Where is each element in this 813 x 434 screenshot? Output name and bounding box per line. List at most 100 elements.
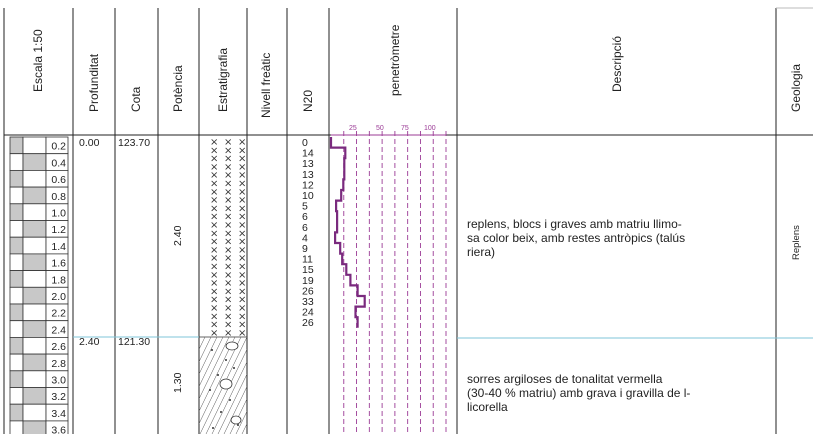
- header-geologia: Geologia: [789, 64, 803, 112]
- hatch-line: [199, 337, 242, 425]
- n20-value: 10: [302, 190, 314, 202]
- header-descripcio: Descripció: [610, 36, 624, 92]
- cross-symbol: ×: [238, 278, 246, 289]
- cross-symbol: ×: [238, 187, 246, 198]
- cross-symbol: ×: [210, 320, 218, 331]
- scale-label: 1.2: [51, 224, 66, 236]
- cross-symbol: ×: [224, 137, 232, 148]
- cross-symbol: ×: [238, 245, 246, 256]
- profunditat-value: 2.40: [79, 336, 100, 348]
- scale-box: [22, 236, 47, 255]
- scale-box: [9, 203, 24, 221]
- scale-label: 0.2: [51, 141, 66, 153]
- cross-symbol: ×: [224, 311, 232, 322]
- cross-symbol: ×: [238, 286, 246, 297]
- sand-dot: [217, 374, 219, 376]
- cross-symbol: ×: [224, 154, 232, 165]
- cross-symbol: ×: [238, 154, 246, 165]
- descripcio-line: licorella: [467, 400, 508, 414]
- cross-symbol: ×: [210, 228, 218, 239]
- hatch-line: [308, 337, 355, 434]
- scale-label: 1.0: [51, 208, 66, 220]
- cross-symbol: ×: [210, 295, 218, 306]
- n20-value: 14: [302, 148, 314, 160]
- n20-value: 13: [302, 169, 314, 181]
- scale-box: [9, 420, 24, 434]
- potencia-value: 2.40: [172, 225, 184, 246]
- scale-box: [9, 153, 24, 171]
- scale-label: 2.6: [51, 341, 66, 353]
- penetrometre-profile: [329, 137, 366, 328]
- scale-label: 3.0: [51, 375, 66, 387]
- scale-box: [22, 320, 47, 338]
- scale-label: 2.0: [51, 291, 66, 303]
- hatch-line: [296, 337, 343, 434]
- cross-symbol: ×: [210, 278, 218, 289]
- scale-label: 0.4: [51, 157, 66, 169]
- header-profunditat: Profunditat: [87, 53, 101, 112]
- table-frame: [3, 7, 813, 434]
- header-n20: N20: [301, 90, 315, 112]
- cross-symbol: ×: [210, 286, 218, 297]
- scale-box: [9, 303, 24, 322]
- sand-dot: [233, 367, 235, 369]
- scale-box: [9, 169, 24, 188]
- scale-box: [22, 387, 47, 405]
- hatch-line: [116, 337, 163, 434]
- hatch-line: [199, 337, 224, 388]
- hatch-line: [254, 337, 301, 434]
- cross-symbol: ×: [238, 262, 246, 273]
- cross-symbol: ×: [224, 253, 232, 264]
- cross-symbol: ×: [238, 237, 246, 248]
- depth-scale: 0.20.40.60.81.01.21.41.61.82.02.22.42.62…: [9, 136, 69, 434]
- n20-value: 26: [302, 317, 314, 329]
- header-nivell-freatic: Nivell freàtic: [259, 53, 273, 118]
- hatch-line: [86, 337, 133, 434]
- descripcio-line: (30-40 % matriu) amb grava i gravilla de…: [467, 386, 690, 400]
- hatch-line: [248, 337, 295, 434]
- cross-symbol: ×: [210, 311, 218, 322]
- cross-symbol: ×: [224, 162, 232, 173]
- penetrometre-tick-labels: 25 50 75 100: [349, 125, 436, 132]
- n20-value: 12: [302, 179, 314, 191]
- scale-box: [45, 420, 69, 434]
- cross-symbol: ×: [224, 245, 232, 256]
- header-escala: Escala 1:50: [31, 29, 45, 92]
- scale-label: 3.4: [51, 408, 66, 420]
- sand-dot: [229, 399, 231, 401]
- cross-symbol: ×: [210, 262, 218, 273]
- n20-value: 4: [302, 232, 308, 244]
- n20-value: 13: [302, 158, 314, 170]
- layer-boundary: [73, 336, 813, 339]
- cross-symbol: ×: [224, 220, 232, 231]
- cross-symbol: ×: [238, 203, 246, 214]
- scale-label: 3.2: [51, 391, 66, 403]
- cross-symbol: ×: [238, 295, 246, 306]
- n20-value: 19: [302, 275, 314, 287]
- scale-box: [9, 286, 24, 305]
- cross-symbol: ×: [224, 179, 232, 190]
- scale-label: 2.2: [51, 308, 66, 320]
- cross-symbol: ×: [238, 179, 246, 190]
- cross-symbol: ×: [238, 303, 246, 314]
- gravel-clast: [230, 415, 242, 425]
- column-headers: Escala 1:50 Profunditat Cota Potència Es…: [31, 24, 803, 118]
- scale-box: [22, 220, 47, 238]
- scale-box: [9, 336, 24, 355]
- layer-2: 2.40 121.30 1.30 sorres argiloses de ton…: [79, 336, 690, 414]
- cross-symbol: ×: [238, 228, 246, 239]
- scale-box: [9, 220, 24, 238]
- scale-label: 3.6: [51, 425, 66, 434]
- scale-box: [9, 136, 24, 155]
- layer-1: 0.00 123.70 2.40 replens, blocs i graves…: [79, 137, 802, 260]
- cross-symbol: ×: [238, 220, 246, 231]
- hatch-line: [199, 337, 230, 400]
- n20-value: 26: [302, 285, 314, 297]
- scale-label: 2.4: [51, 324, 66, 336]
- header-cota: Cota: [129, 86, 143, 112]
- cross-symbol: ×: [224, 328, 232, 339]
- cross-symbol: ×: [238, 170, 246, 181]
- cross-symbol: ×: [224, 237, 232, 248]
- cross-symbol: ×: [210, 237, 218, 248]
